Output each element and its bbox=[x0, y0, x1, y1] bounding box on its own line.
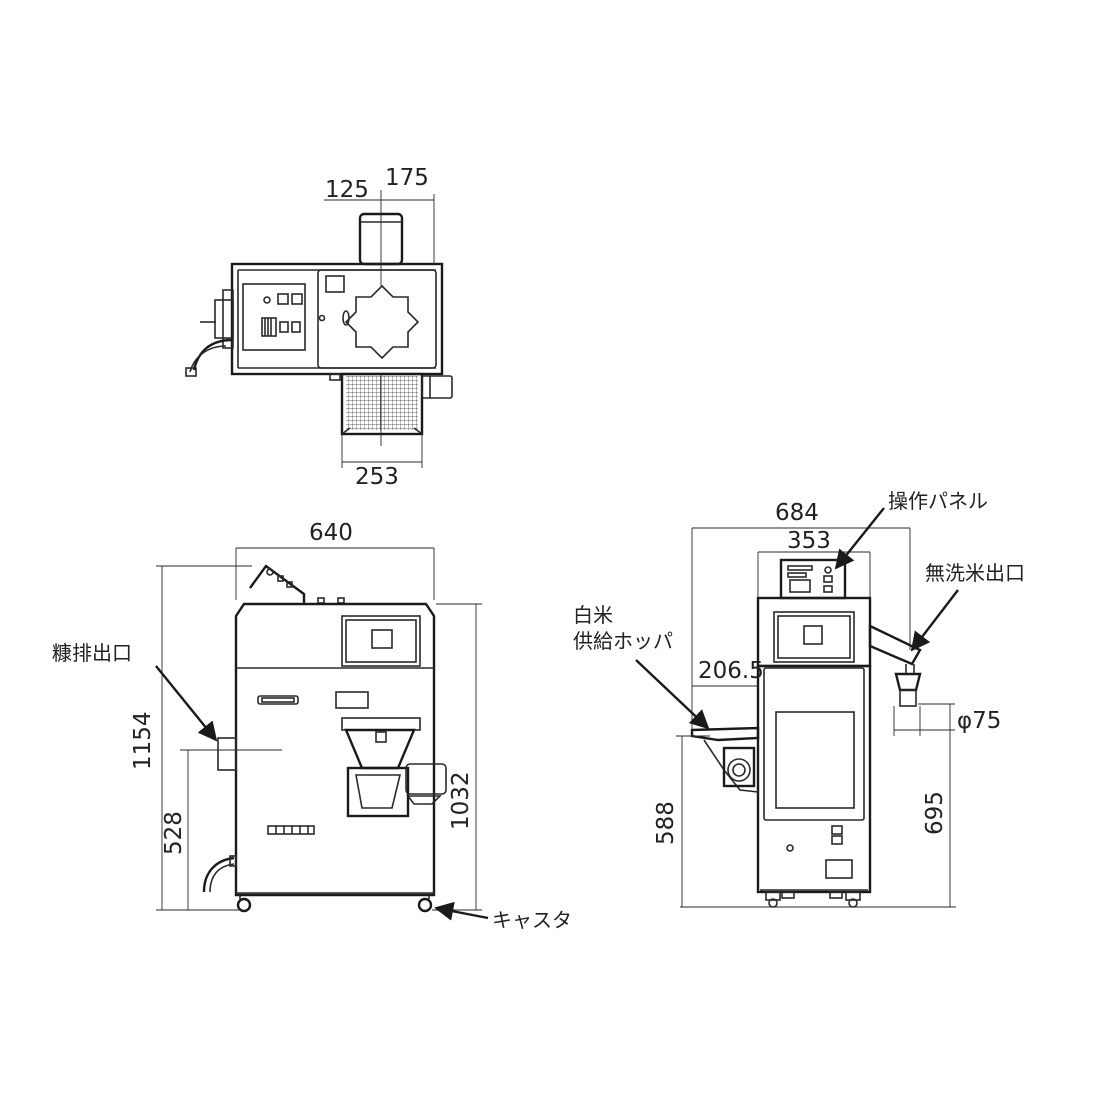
hopper-opening-star bbox=[344, 284, 420, 360]
dim-588: 588 bbox=[653, 801, 679, 845]
dim-353: 353 bbox=[787, 528, 831, 554]
dim-695: 695 bbox=[922, 791, 948, 835]
label-caster: キャスタ bbox=[492, 908, 572, 932]
front-caster-right bbox=[417, 897, 433, 913]
side-hopper-tray bbox=[690, 726, 760, 742]
top-body-outline bbox=[230, 262, 444, 376]
front-panel-top bbox=[249, 564, 306, 604]
front-logo bbox=[267, 825, 315, 835]
dim-684: 684 bbox=[775, 500, 819, 526]
front-view: 640 bbox=[52, 520, 572, 932]
dim-528: 528 bbox=[161, 811, 187, 855]
dim-206-5: 206.5 bbox=[698, 658, 764, 684]
dim-640: 640 bbox=[309, 520, 353, 546]
front-caster-left bbox=[236, 897, 252, 913]
side-lower-body bbox=[756, 664, 872, 894]
side-view: 684 353 bbox=[573, 489, 1025, 908]
side-hopper-box bbox=[722, 746, 756, 788]
front-hopper bbox=[344, 728, 416, 770]
front-chute bbox=[346, 766, 410, 818]
dim-125: 125 bbox=[325, 177, 369, 203]
label-hopper-line2: 供給ホッパ bbox=[573, 629, 673, 653]
label-hopper-line1: 白米 bbox=[573, 603, 613, 627]
side-musenmai-chute bbox=[868, 624, 922, 666]
top-control-panel bbox=[242, 283, 306, 351]
dim-1032: 1032 bbox=[448, 771, 474, 830]
dim-175: 175 bbox=[385, 165, 429, 191]
label-musenmai-outlet: 無洗米出口 bbox=[925, 561, 1025, 585]
dim-253: 253 bbox=[355, 464, 399, 490]
side-musenmai-nozzle bbox=[894, 672, 922, 692]
label-bran-outlet: 糠排出口 bbox=[52, 641, 132, 665]
dim-phi75: φ75 bbox=[957, 708, 1001, 734]
mesh-screen bbox=[340, 372, 424, 436]
dim-1154: 1154 bbox=[130, 711, 156, 770]
front-cabinet bbox=[234, 602, 436, 897]
label-control-panel: 操作パネル bbox=[888, 489, 988, 513]
top-view: 125 175 253 bbox=[185, 165, 453, 490]
